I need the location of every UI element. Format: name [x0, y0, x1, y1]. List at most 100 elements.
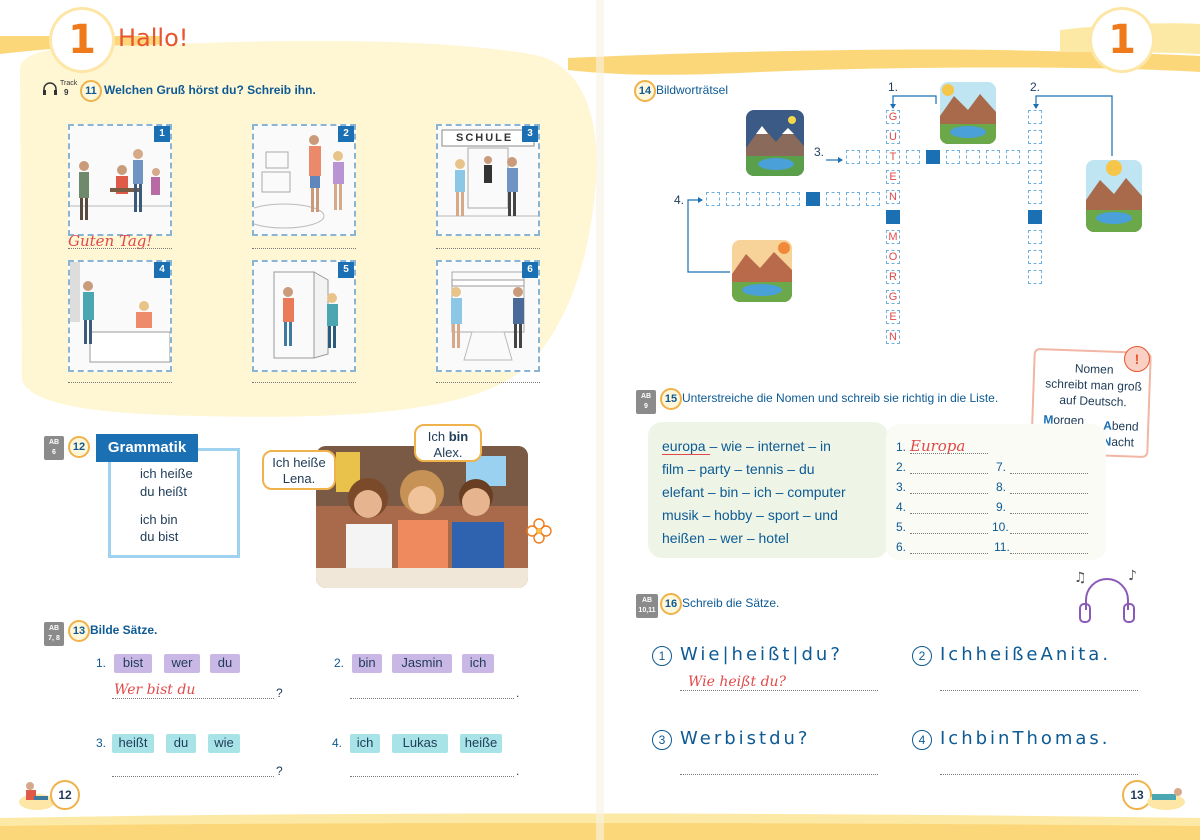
- answer-line: [112, 776, 274, 777]
- sentence-end: .: [516, 764, 520, 778]
- sentence-number: 2: [912, 646, 932, 666]
- tip-line: schreibt man groß: [1045, 376, 1143, 394]
- crossword-cell: [1028, 130, 1042, 144]
- resting-kid-icon: [1146, 776, 1186, 815]
- unit-number-badge: 1: [1092, 10, 1152, 70]
- clue-label-4: 4.: [674, 193, 685, 207]
- crossword-cell: [926, 150, 940, 164]
- answer-line: [940, 690, 1138, 691]
- sentence-number: 1: [652, 646, 672, 666]
- word-line: europa – wie – internet – in: [662, 438, 831, 454]
- svg-text:♪: ♪: [1128, 568, 1137, 584]
- list-number: 4.: [896, 500, 907, 514]
- flower-icon: [524, 516, 554, 551]
- list-line: [1010, 553, 1088, 554]
- track-label: Track: [60, 80, 78, 87]
- crossword-cell: [826, 192, 840, 206]
- list-number: 1.: [896, 440, 907, 454]
- crossword-cell: [766, 192, 780, 206]
- scrambled-sentence: IchheißeAnita.: [940, 644, 1112, 665]
- page-number-right: 13: [1122, 780, 1152, 810]
- headphones-music-icon: ♫♪: [1072, 566, 1142, 635]
- crossword-cell: [1028, 270, 1042, 284]
- list-number: 11.: [994, 540, 1010, 554]
- tip-example: Abend: [1102, 418, 1139, 434]
- picture-1: 1: [68, 124, 172, 236]
- clue-label-2: 2.: [1030, 80, 1041, 94]
- grammar-line: ich bin: [140, 512, 178, 527]
- answer-line: [940, 774, 1138, 775]
- svg-text:♫: ♫: [1074, 570, 1087, 586]
- exercise-16-instruction: Schreib die Sätze.: [682, 596, 780, 610]
- exercise-number-13: 13: [68, 620, 90, 642]
- crossword-cell: [706, 192, 720, 206]
- crossword-cell: [1006, 150, 1020, 164]
- picture-6: 6: [436, 260, 540, 372]
- answer-line: [680, 690, 878, 691]
- answer-line-3: [436, 248, 540, 249]
- crossword-cell: T: [886, 150, 900, 164]
- school-sign: SCHULE: [456, 132, 514, 144]
- crossword-cell: [906, 150, 920, 164]
- crossword-cell: M: [886, 230, 900, 244]
- crossword-cell: E: [886, 170, 900, 184]
- exercise-number-16: 16: [660, 593, 682, 615]
- tip-line: auf Deutsch.: [1059, 392, 1127, 410]
- exercise-number-11: 11: [80, 80, 102, 102]
- clue-label-1: 1.: [888, 80, 899, 94]
- list-line: [1010, 473, 1088, 474]
- answer-13-1: Wer bist du: [114, 682, 196, 698]
- underline-europa: [662, 454, 710, 455]
- word-tile: ich: [462, 654, 494, 673]
- speech-bubble-lena: Ich heiße Lena.: [262, 450, 336, 490]
- list-line: [910, 453, 988, 454]
- crossword-cell: [946, 150, 960, 164]
- picture-number: 3: [522, 126, 538, 142]
- answer-line-1: [68, 248, 172, 249]
- picture-number: 6: [522, 262, 538, 278]
- word-tile: Lukas: [392, 734, 448, 753]
- word-tile: du: [210, 654, 240, 673]
- crossword-cell: [866, 192, 880, 206]
- crossword-cell: [1028, 150, 1042, 164]
- picture-4: 4: [68, 260, 172, 372]
- item-number: 1.: [96, 656, 107, 670]
- word-tile: wie: [208, 734, 240, 753]
- crossword-cell: [1028, 250, 1042, 264]
- exercise-13-instruction: Bilde Sätze.: [90, 623, 158, 637]
- item-number: 3.: [96, 736, 107, 750]
- evening-landscape-icon: [732, 240, 792, 302]
- answer-line: [680, 774, 878, 775]
- word-line: musik – hobby – sport – und: [662, 507, 838, 523]
- crossword-cell: N: [886, 190, 900, 204]
- grammar-line: du heißt: [140, 484, 187, 499]
- crossword-cell: R: [886, 270, 900, 284]
- crossword-cell: [986, 150, 1000, 164]
- exercise-number-12: 12: [68, 436, 90, 458]
- crossword-cell: U: [886, 130, 900, 144]
- exclamation-icon: !: [1124, 346, 1150, 372]
- crossword-cell: [886, 210, 900, 224]
- crossword-cell: O: [886, 250, 900, 264]
- picture-2: 2: [252, 124, 356, 236]
- sentence-number: 3: [652, 730, 672, 750]
- crossword-cell: [1028, 190, 1042, 204]
- night-landscape-icon: [746, 110, 804, 176]
- list-line: [910, 533, 988, 534]
- crossword-cell: [966, 150, 980, 164]
- crossword-cell: G: [886, 110, 900, 124]
- track-number: 9: [64, 88, 69, 97]
- crossword-cell: [866, 150, 880, 164]
- list-line: [910, 513, 988, 514]
- answer-line-2: [252, 248, 356, 249]
- crossword-cell: [1028, 170, 1042, 184]
- answer-line: [350, 698, 514, 699]
- word-line: heißen – wer – hotel: [662, 530, 789, 546]
- picture-5: 5: [252, 260, 356, 372]
- exercise-number-15: 15: [660, 388, 682, 410]
- exercise-14-instruction: Bildworträtsel: [656, 83, 729, 97]
